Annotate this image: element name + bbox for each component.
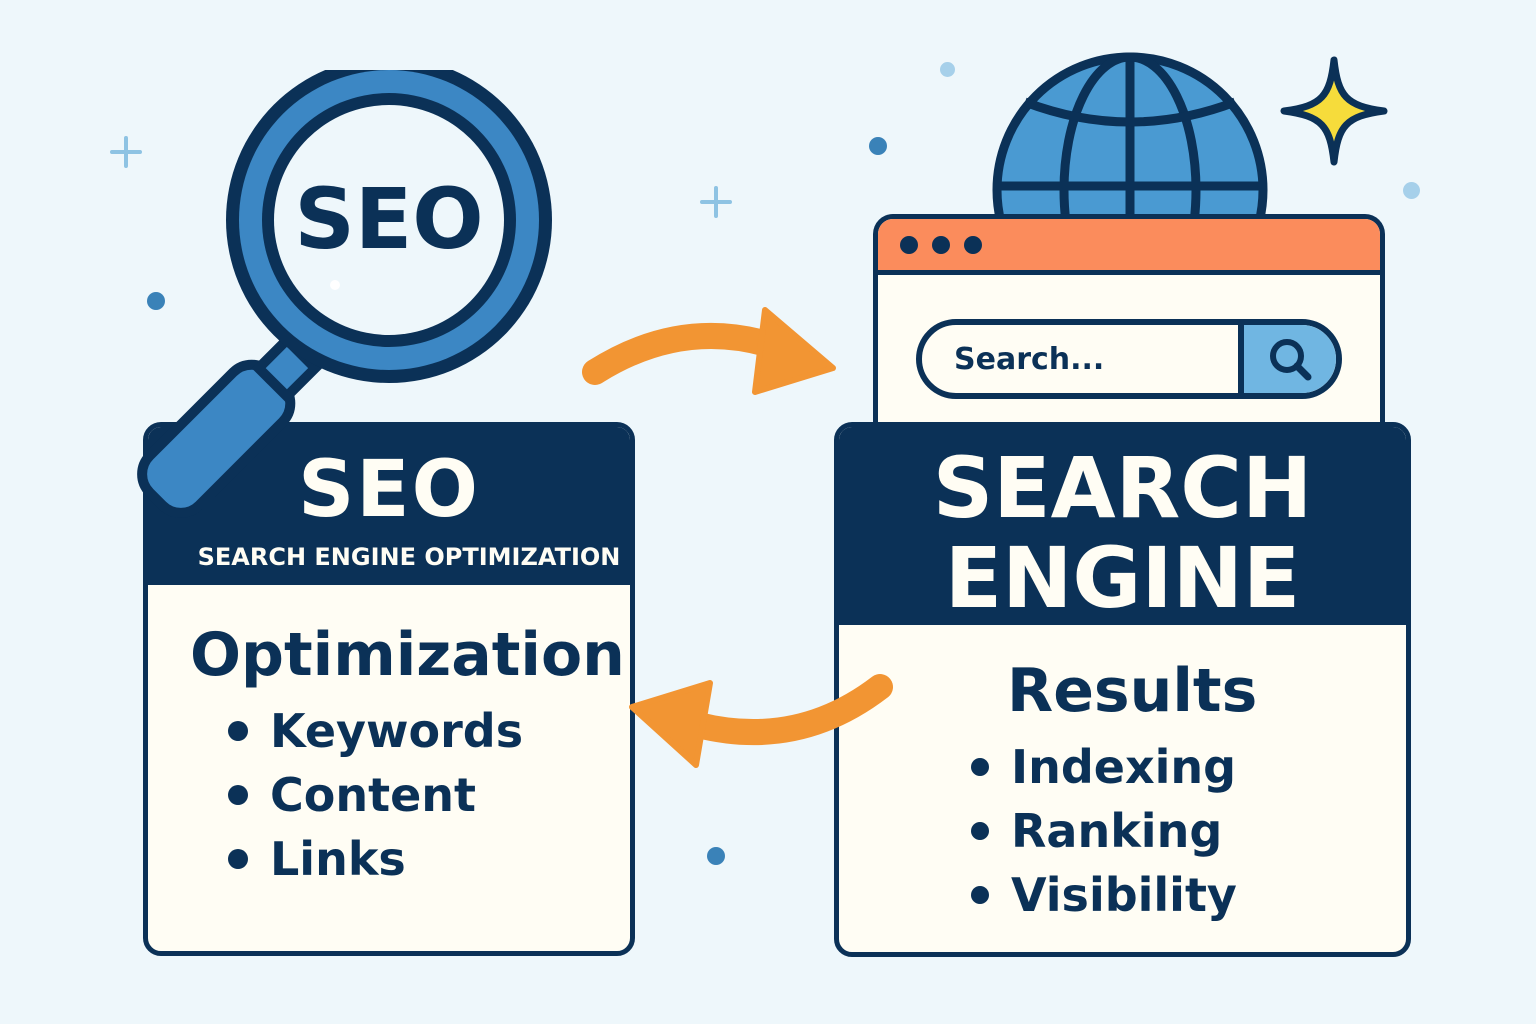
results-items-list: Indexing Ranking Visibility (971, 735, 1406, 927)
seo-card-body: Optimization Keywords Content Links (148, 585, 630, 891)
sparkle-star-icon (1280, 56, 1388, 166)
seo-section-heading: Optimization (190, 620, 625, 690)
bullet-icon (971, 758, 989, 776)
magnifying-glass-icon: SEO (137, 70, 552, 518)
seo-card-subtitle: SEARCH ENGINE OPTIMIZATION (197, 543, 621, 571)
seo-card-header: SEO SEARCH ENGINE OPTIMIZATION (148, 427, 630, 585)
list-item: Ranking (971, 799, 1406, 863)
decorative-dot (1403, 182, 1420, 199)
results-heading: Results (1007, 656, 1258, 726)
seo-card: SEO SEARCH ENGINE OPTIMIZATION Optimizat… (143, 422, 635, 956)
bullet-icon (971, 886, 989, 904)
search-engine-title-line2: ENGINE (944, 529, 1301, 627)
decorative-dot (940, 62, 955, 77)
window-dot-icon (900, 235, 918, 254)
list-item: Indexing (971, 735, 1406, 799)
browser-title-bar (878, 219, 1380, 275)
decorative-dot (869, 137, 887, 155)
plus-icon (110, 136, 142, 168)
list-item: Visibility (971, 863, 1406, 927)
search-bar[interactable]: Search... (916, 319, 1342, 399)
lens-text: SEO (294, 170, 483, 268)
search-button[interactable] (1238, 325, 1336, 393)
list-item: Links (228, 827, 630, 891)
seo-card-title: SEO (298, 445, 480, 535)
decorative-dot (707, 847, 725, 865)
window-dot-icon (932, 235, 950, 254)
globe-icon (992, 52, 1268, 222)
search-engine-card-header: SEARCH ENGINE (839, 427, 1406, 625)
search-input[interactable]: Search... (954, 341, 1105, 377)
bullet-icon (228, 849, 248, 869)
search-engine-title-line1: SEARCH (932, 439, 1313, 537)
decorative-dot (147, 292, 165, 310)
bullet-icon (971, 822, 989, 840)
search-icon (1270, 339, 1312, 381)
seo-items-list: Keywords Content Links (190, 699, 630, 891)
list-item: Keywords (228, 699, 630, 763)
browser-window: Search... (873, 214, 1385, 434)
search-engine-card-body: Results Indexing Ranking Visibility (839, 625, 1406, 927)
bullet-icon (228, 721, 248, 741)
search-engine-card: SEARCH ENGINE Results Indexing Ranking V… (834, 422, 1411, 957)
bullet-icon (228, 785, 248, 805)
plus-icon (700, 186, 732, 218)
curved-arrow-right-icon (582, 307, 836, 395)
window-dot-icon (964, 235, 982, 254)
curved-arrow-left-icon (629, 674, 893, 768)
list-item: Content (228, 763, 630, 827)
